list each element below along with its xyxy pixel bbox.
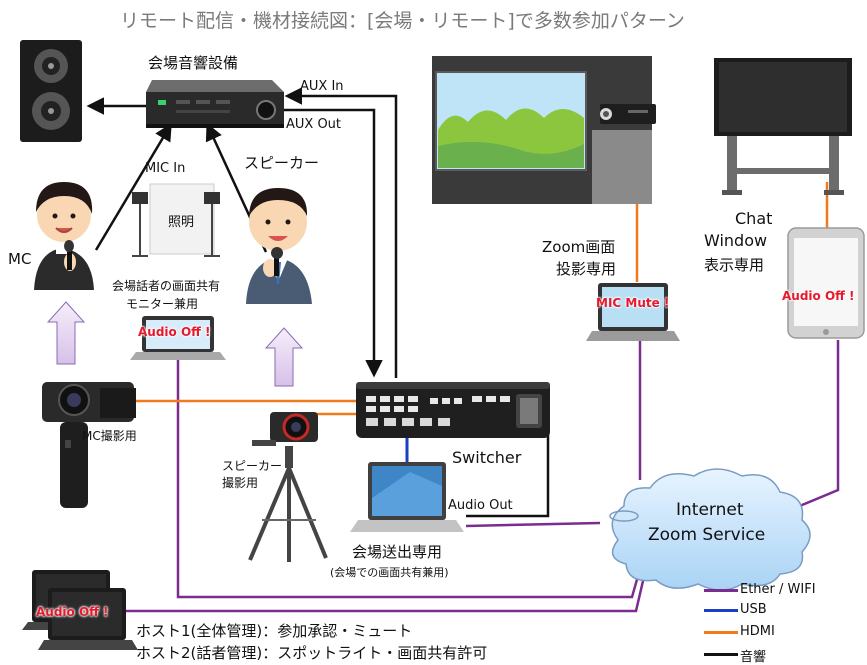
mc-label: MC	[8, 250, 32, 268]
switcher-icon	[356, 382, 550, 438]
legend-label-hdmi: HDMI	[740, 624, 775, 639]
lighting-label: 照明	[168, 215, 195, 230]
zoom-pc-icon	[586, 283, 680, 341]
share-pc-icon	[130, 316, 226, 360]
chat-monitor-icon	[714, 58, 852, 195]
send-pc-label: 会場送出専用	[352, 543, 443, 561]
audio-mic-mc	[94, 122, 172, 251]
audio-cables	[86, 87, 550, 518]
aux-out-label: AUX Out	[286, 117, 342, 132]
share-pc-label-1: 会場話者の画面共有	[112, 279, 221, 293]
speaker-camera-label-2: 撮影用	[222, 476, 259, 490]
legend-swatch-usb	[704, 609, 738, 612]
mc-camera-icon	[42, 382, 136, 508]
speaker-person-label: スピーカー	[244, 154, 320, 172]
diagram-title: リモート配信・機材接続図：[会場・リモート]で多数参加パターン	[120, 10, 685, 32]
host1-label: ホスト1(全体管理)：参加承認・ミュート	[136, 622, 413, 640]
legend-swatch-hdmi	[704, 631, 738, 634]
share-pc-label-2: モニター兼用	[126, 297, 199, 311]
mic-in-label: MIC In	[145, 161, 186, 176]
chat-label-3: 表示専用	[704, 256, 765, 274]
up-arrow-mc	[46, 301, 86, 365]
legend-label-audio: 音響	[740, 650, 767, 665]
audio-aux-in	[284, 87, 398, 378]
legend-swatch-ether	[704, 589, 738, 592]
ether-host-pc	[122, 567, 648, 613]
internet-label-2: Zoom Service	[648, 525, 766, 545]
ether-send-pc	[465, 521, 601, 528]
zoom-pc-label-2: 投影専用	[556, 260, 617, 278]
speaker-person-icon	[246, 188, 312, 304]
tablet-icon	[787, 227, 865, 339]
legend-item-ether: Ether / WIFI	[704, 582, 864, 598]
internet-label-1: Internet	[676, 500, 744, 520]
audio-aux-out	[278, 108, 383, 378]
venue-audio-label: 会場音響設備	[148, 54, 239, 72]
zoom-pc-mic-mute-warning: MIC Mute !	[596, 296, 670, 310]
tablet-audio-off-warning: Audio Off !	[782, 289, 855, 303]
zoom-pc-label-1: Zoom画面	[542, 238, 616, 256]
mc-person-icon	[34, 182, 94, 290]
lighting-icon	[132, 183, 220, 257]
send-pc-icon	[350, 462, 464, 532]
aux-in-label: AUX In	[300, 79, 344, 94]
legend-item-audio: 音響	[704, 646, 864, 665]
legend-item-usb: USB	[704, 602, 864, 618]
legend-item-hdmi: HDMI	[704, 624, 864, 640]
legend-label-ether: Ether / WIFI	[740, 582, 816, 597]
legend-label-usb: USB	[740, 602, 767, 617]
amplifier-icon	[146, 80, 284, 128]
host-pcs-icon	[22, 570, 138, 650]
ether-tablet	[789, 340, 840, 512]
mc-camera-label: MC撮影用	[82, 429, 137, 443]
legend-swatch-audio	[704, 653, 738, 656]
host-pc-audio-off-warning: Audio Off !	[36, 605, 109, 619]
send-pc-note: (会場での画面共有兼用)	[330, 566, 449, 579]
chat-label-1: Chat	[735, 209, 773, 228]
speaker-camera-icon	[248, 412, 328, 562]
switcher-label: Switcher	[452, 448, 522, 467]
share-pc-audio-off-warning: Audio Off !	[138, 325, 211, 339]
host2-label: ホスト2(話者管理)：スポットライト・画面共有許可	[136, 644, 488, 662]
up-arrow-speaker	[264, 327, 304, 387]
chat-label-2: Window	[704, 231, 768, 250]
internet-cloud-icon	[609, 468, 811, 591]
audio-out-label: Audio Out	[448, 498, 513, 513]
projection-screen-icon	[432, 56, 652, 204]
speaker-camera-label-1: スピーカー	[222, 459, 283, 473]
projector-icon	[600, 104, 656, 124]
speaker-cabinet-icon	[20, 40, 82, 142]
